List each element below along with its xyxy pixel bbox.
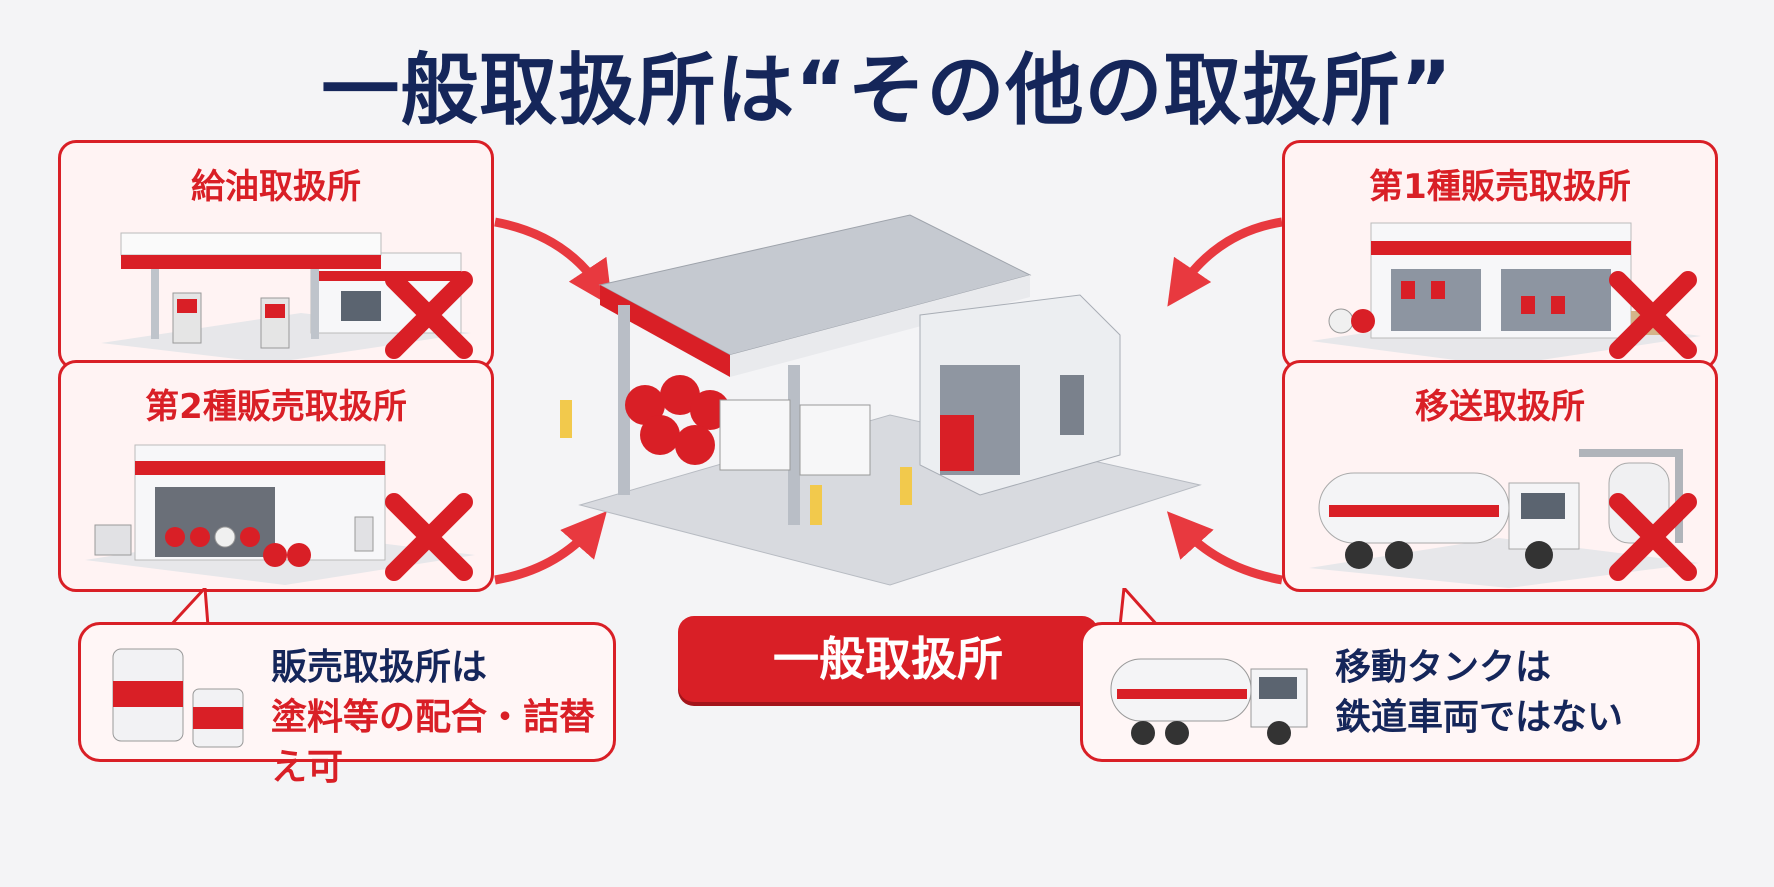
arrow-from-transfer [1166, 511, 1283, 585]
x-mark-icon [1609, 493, 1697, 581]
x-mark-icon [385, 271, 473, 359]
note-line-2: 鉄道車両ではない [1335, 697, 1624, 738]
card-label: 移送取扱所 [1415, 387, 1585, 427]
tanker-truck-illustration [1309, 449, 1699, 588]
page-title: 一般取扱所は“その他の取扱所” [321, 46, 1453, 136]
card-first-class-sales: 第1種販売取扱所 [1282, 140, 1718, 370]
note-mobile-tank: 移動タンクは 鉄道車両ではない [1080, 622, 1700, 762]
x-mark-icon [385, 493, 473, 581]
drum-cluster [625, 375, 730, 465]
note-sales-handling: 販売取扱所は 塗料等の配合・詰替え可 [78, 622, 616, 788]
note-text: 移動タンクは 鉄道車両ではない [1335, 643, 1623, 743]
center-facility-badge: 一般取扱所 [678, 616, 1098, 702]
paint-can-icon [112, 648, 244, 748]
card-label: 第2種販売取扱所 [145, 387, 407, 427]
card-label: 第1種販売取扱所 [1369, 167, 1631, 207]
arrow-from-gas [494, 217, 613, 307]
note-line-1: 移動タンクは [1335, 647, 1552, 688]
x-mark-icon [1609, 271, 1697, 359]
arrow-from-second [494, 511, 607, 585]
note-line-1: 販売取扱所は [271, 647, 488, 688]
arrow-from-first [1167, 217, 1283, 307]
warehouse-illustration [85, 444, 475, 585]
note-line-2: 塗料等の配合・詰替え可 [271, 697, 596, 788]
card-transfer: 移送取扱所 [1282, 360, 1718, 592]
card-label: 給油取扱所 [191, 167, 361, 207]
card-second-class-sales: 第2種販売取扱所 [58, 360, 494, 592]
note-text: 販売取扱所は 塗料等の配合・詰替え可 [271, 643, 613, 793]
tank-truck-icon [1110, 658, 1308, 745]
card-gas-station: 給油取扱所 [58, 140, 494, 370]
general-handling-facility-illustration [560, 214, 1202, 586]
store-illustration [1311, 222, 1701, 361]
